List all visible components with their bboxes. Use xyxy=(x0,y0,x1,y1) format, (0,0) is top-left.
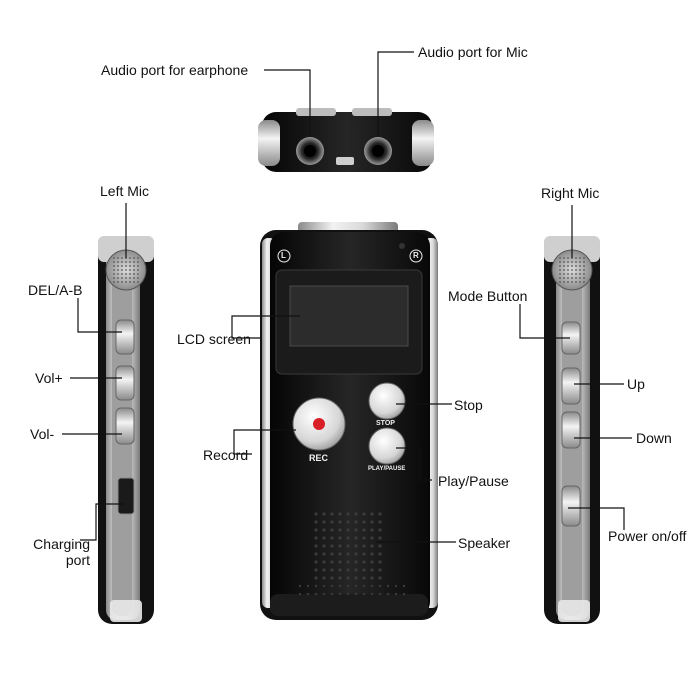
earphone-port-label: Audio port for earphone xyxy=(101,62,249,78)
power-label: Power on/off xyxy=(608,528,687,544)
play-pause-button[interactable] xyxy=(368,427,406,465)
up-label: Up xyxy=(627,376,645,392)
vol-plus-label: Vol+ xyxy=(35,370,63,386)
mic-port-label: Audio port for Mic xyxy=(418,44,528,60)
charging-port-label-line1: Charging xyxy=(33,536,90,552)
mode-button-label: Mode Button xyxy=(448,288,528,304)
down-label: Down xyxy=(636,430,672,446)
left-marker: L xyxy=(281,251,286,260)
vol-minus-button[interactable] xyxy=(115,407,135,445)
bottom-grille xyxy=(298,584,406,596)
right-marker: R xyxy=(413,251,419,260)
left-mic-label: Left Mic xyxy=(100,183,150,199)
down-button[interactable] xyxy=(561,411,581,449)
vol-minus-label: Vol- xyxy=(30,426,55,442)
del-ab-label: DEL/A-B xyxy=(28,282,83,298)
up-button[interactable] xyxy=(561,367,581,405)
front-view xyxy=(260,222,438,620)
callout-lines xyxy=(62,51,632,543)
record-dot xyxy=(313,418,325,430)
stop-button[interactable] xyxy=(368,382,406,420)
left-side-view xyxy=(98,236,154,624)
speaker-label: Speaker xyxy=(458,535,511,551)
speaker-grille xyxy=(314,512,382,580)
play-pause-label: Play/Pause xyxy=(438,473,509,489)
play-pause-marking: PLAY/PAUSE xyxy=(368,466,406,472)
lcd-screen xyxy=(289,285,409,347)
stop-marking: STOP xyxy=(376,420,395,427)
del-ab-button[interactable] xyxy=(115,319,135,355)
stop-label: Stop xyxy=(454,397,483,413)
power-switch[interactable] xyxy=(561,485,581,527)
charging-port-label: Charging port xyxy=(20,536,90,568)
vol-plus-button[interactable] xyxy=(115,365,135,401)
charging-port xyxy=(117,477,135,515)
top-view xyxy=(258,108,434,172)
right-side-view xyxy=(544,236,600,624)
record-label: Record xyxy=(203,447,249,463)
charging-port-label-line2: port xyxy=(65,552,90,568)
right-mic-label: Right Mic xyxy=(541,185,600,201)
rec-marking: REC xyxy=(309,453,329,463)
lcd-screen-label: LCD screen xyxy=(177,331,251,347)
